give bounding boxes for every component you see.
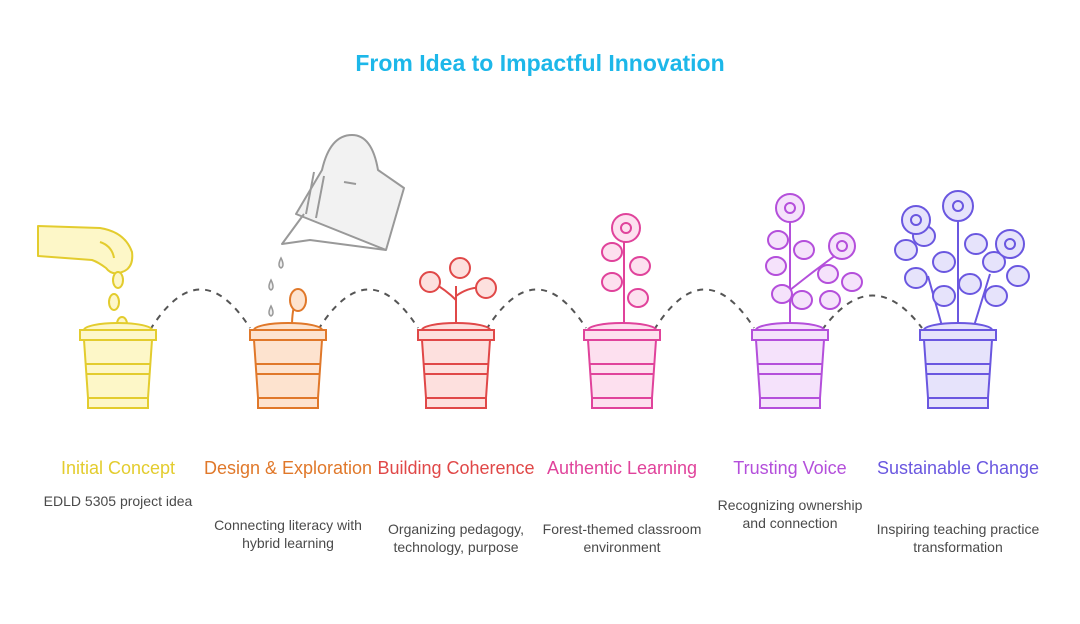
flowering-plant-icon bbox=[766, 194, 862, 326]
pot bbox=[250, 323, 326, 408]
connector bbox=[318, 289, 418, 330]
stage-description: EDLD 5305 project idea bbox=[33, 492, 203, 510]
stage-label: Initial Concept bbox=[33, 456, 203, 480]
stage-description: Inspiring teaching practice transformati… bbox=[873, 520, 1043, 556]
sprout-icon bbox=[290, 289, 306, 326]
bush-icon bbox=[895, 191, 1029, 326]
stage-label: Authentic Learning bbox=[537, 456, 707, 480]
stage-label: Sustainable Change bbox=[873, 456, 1043, 480]
flower-icon bbox=[602, 214, 650, 326]
pot bbox=[752, 323, 828, 408]
stage-description: Organizing pedagogy, technology, purpose bbox=[371, 520, 541, 556]
stage-description: Forest-themed classroom environment bbox=[537, 520, 707, 556]
stage-description: Connecting literacy with hybrid learning bbox=[203, 516, 373, 552]
hand-seed-icon bbox=[38, 226, 132, 331]
connector bbox=[654, 289, 754, 330]
connector bbox=[486, 289, 586, 330]
stage-label: Design & Exploration bbox=[203, 456, 373, 480]
leaf-plant-icon bbox=[420, 258, 496, 326]
stage-description: Recognizing ownership and connection bbox=[705, 496, 875, 532]
pot bbox=[584, 323, 660, 408]
pot bbox=[418, 323, 494, 408]
watering-can-icon bbox=[282, 135, 404, 250]
connector bbox=[150, 289, 250, 330]
stage-label: Building Coherence bbox=[371, 456, 541, 480]
water-drops bbox=[269, 258, 283, 316]
pot bbox=[80, 323, 156, 408]
pot bbox=[920, 323, 996, 408]
stage-label: Trusting Voice bbox=[705, 456, 875, 480]
